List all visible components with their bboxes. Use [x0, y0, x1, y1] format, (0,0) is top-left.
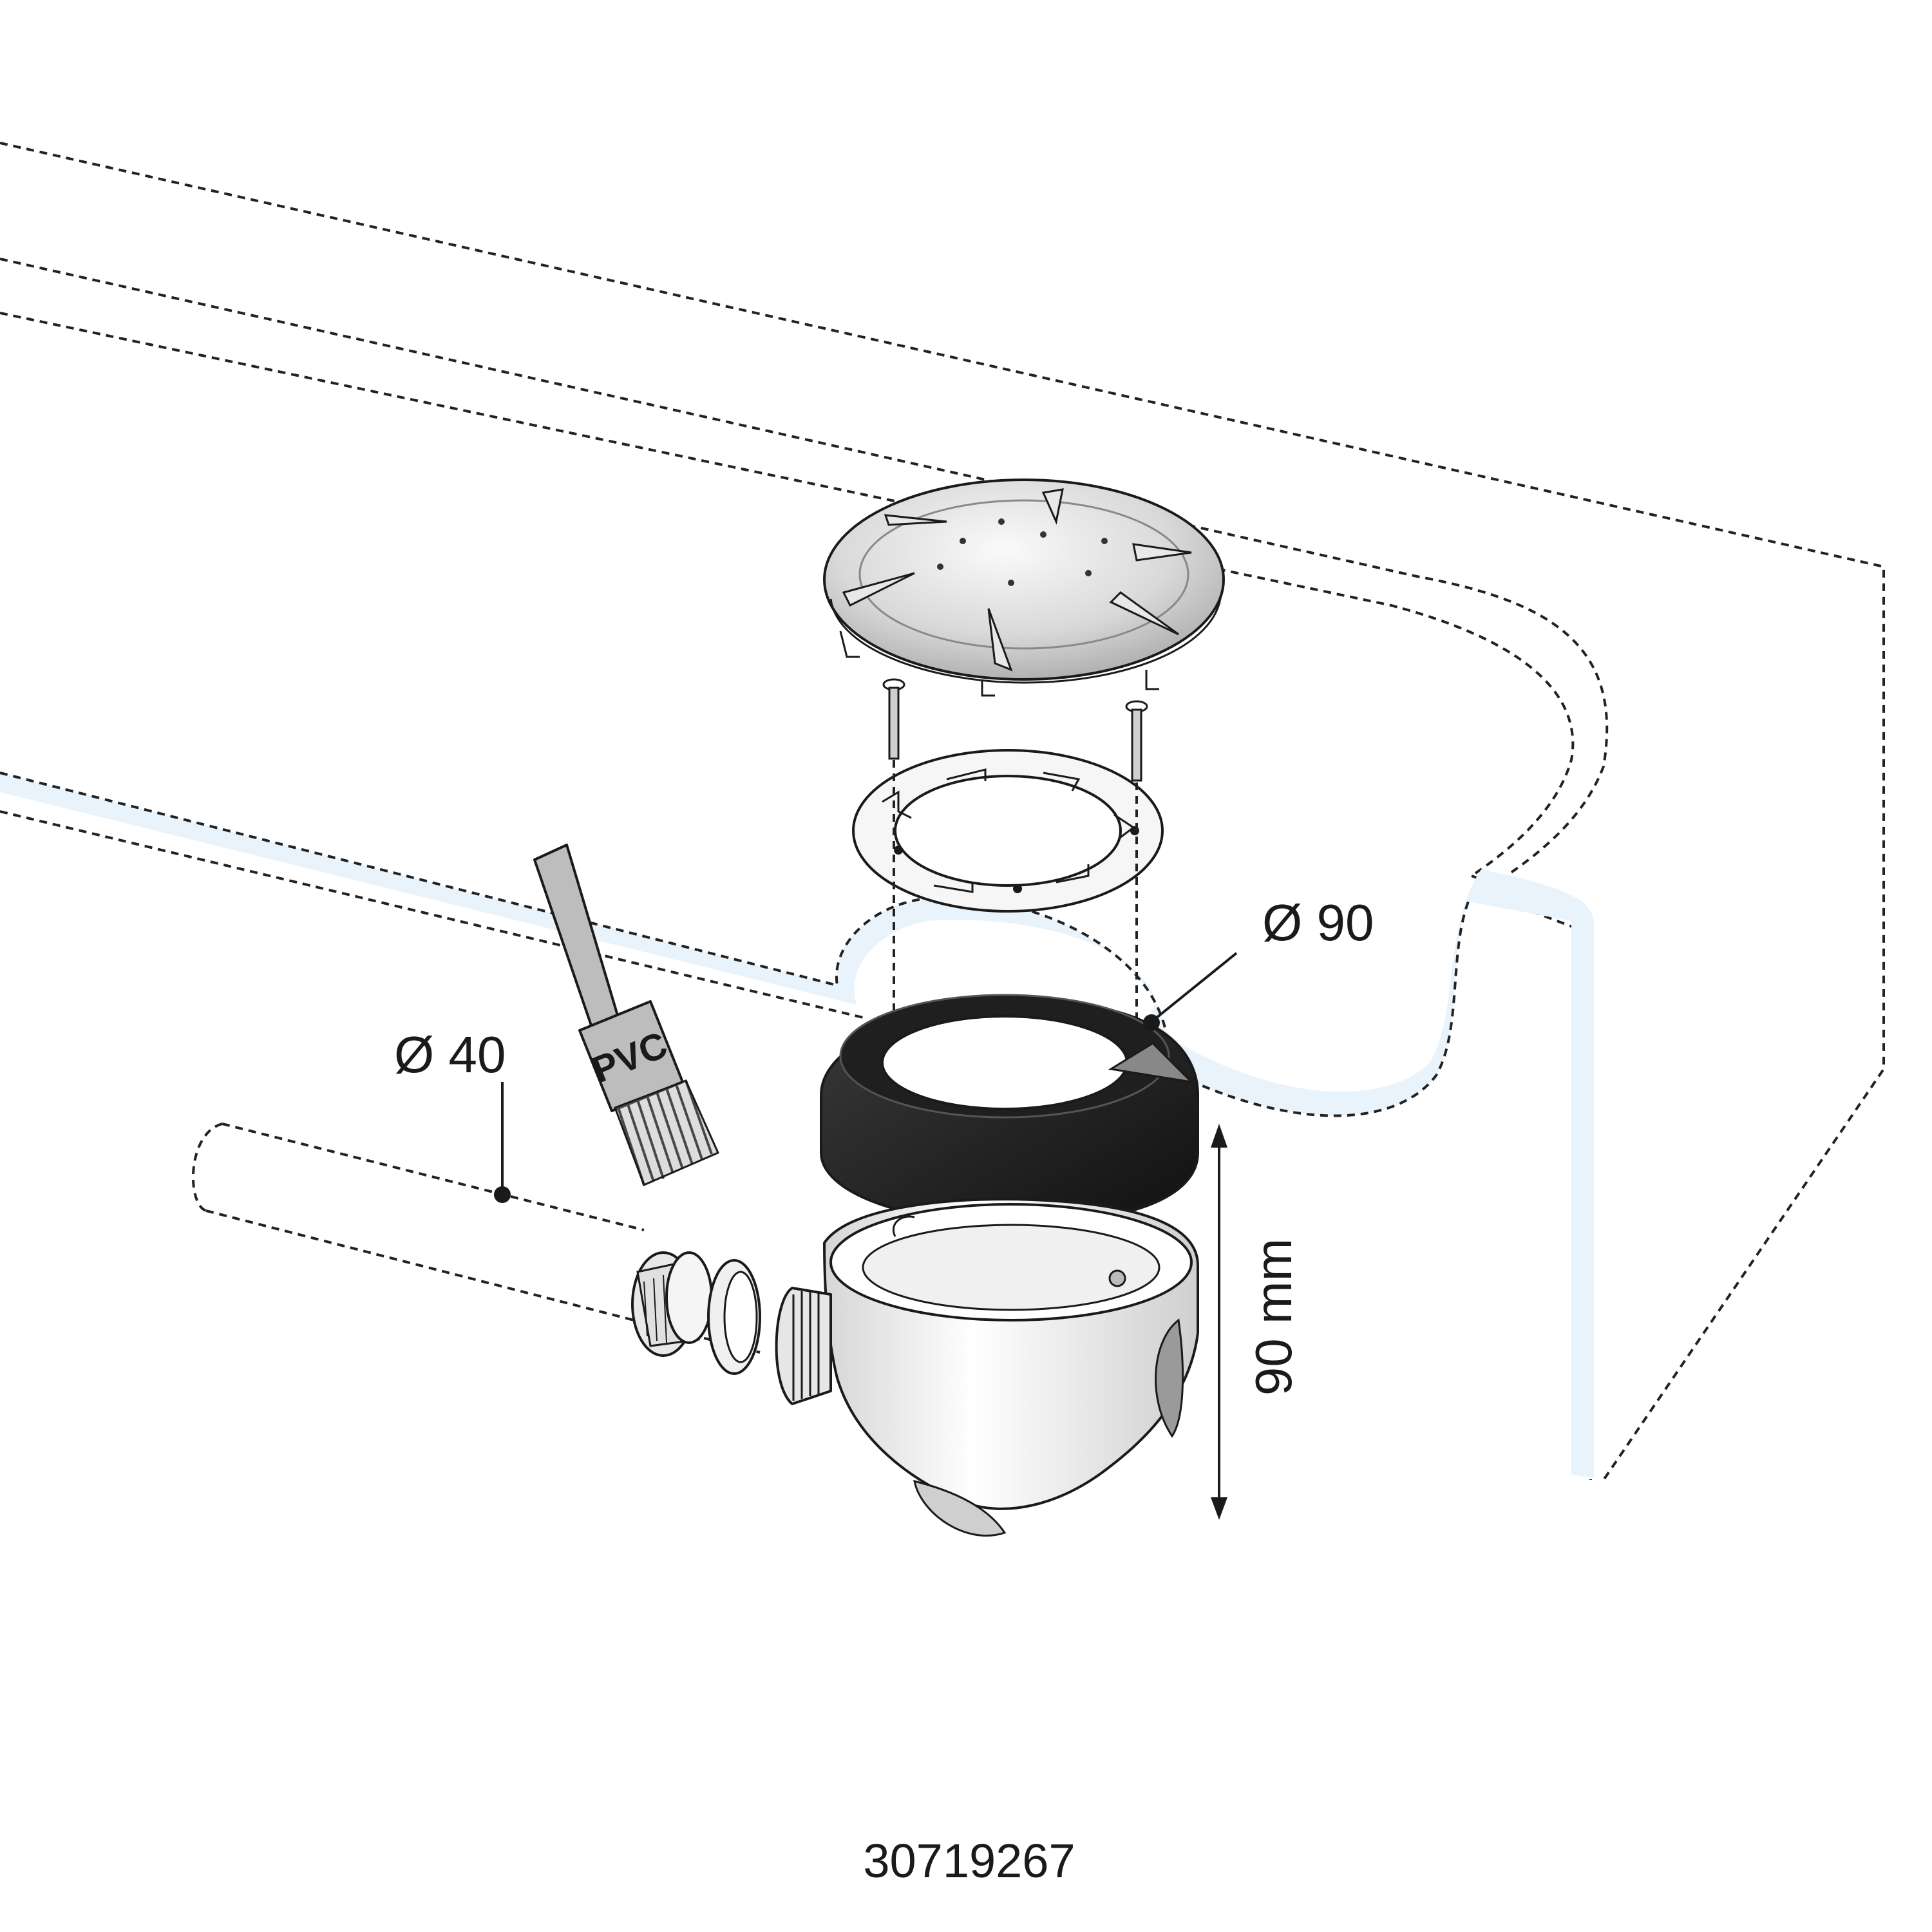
seal-diameter-annotation: Ø 90 [1143, 894, 1374, 1031]
height-annotation: 90 mm [1211, 1124, 1302, 1520]
pvc-glue-brush: PVC [533, 844, 719, 1187]
height-label: 90 mm [1245, 1238, 1302, 1396]
reference-number: 30719267 [863, 1834, 1075, 1888]
fixing-screws [882, 678, 1148, 782]
seal-diameter-label: Ø 90 [1262, 894, 1374, 951]
rubber-seal [820, 994, 1199, 1225]
drain-cover [823, 478, 1225, 697]
pipe-diameter-label: Ø 40 [394, 1026, 506, 1083]
outlet-washer [707, 1259, 761, 1375]
pipe-diameter-annotation: Ø 40 [394, 1026, 511, 1203]
clamping-ring [852, 749, 1164, 913]
outlet-nut [631, 1251, 713, 1357]
drain-body [775, 1198, 1199, 1537]
